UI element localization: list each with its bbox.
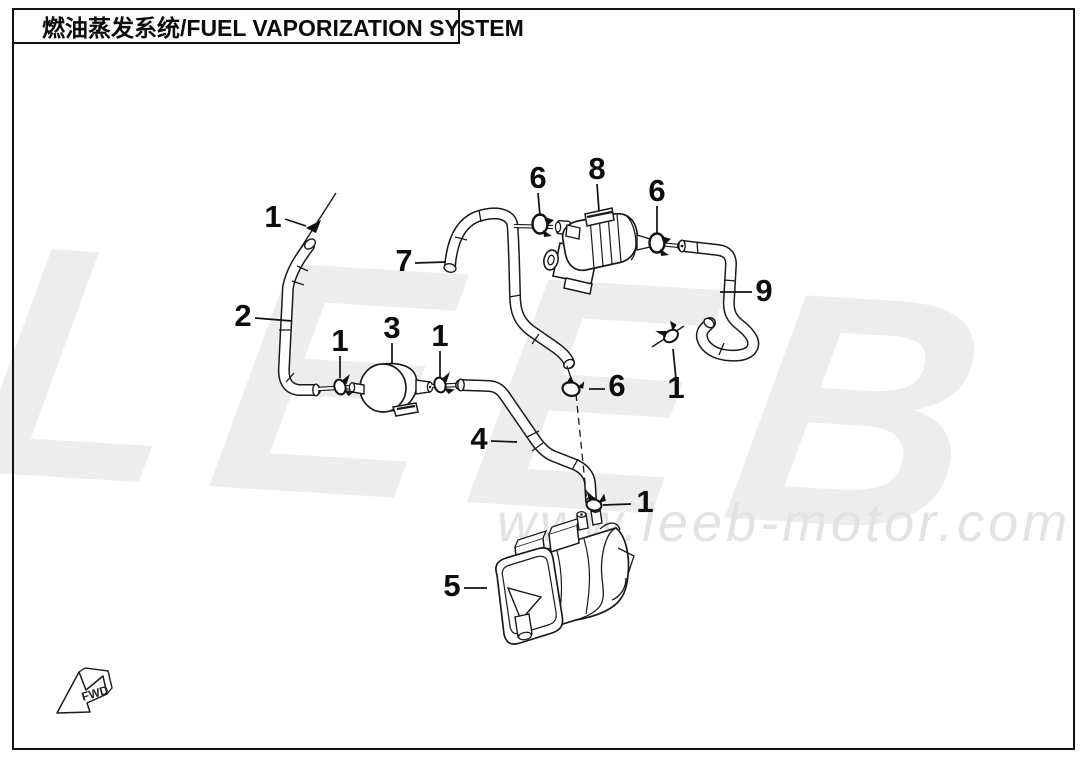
- callout-label: 1: [667, 370, 684, 405]
- fwd-direction-arrow: FWD: [56, 667, 113, 714]
- clamp-part6-middle: [559, 373, 587, 400]
- callout-label: 6: [608, 368, 625, 403]
- hose-7: [443, 207, 575, 370]
- callout-label: 1: [636, 484, 653, 519]
- hose-2: [277, 192, 337, 397]
- callout-leaders: [254, 183, 752, 589]
- purge-valve: [543, 207, 651, 295]
- callout-label: 8: [588, 151, 605, 186]
- fuel-filter: [348, 362, 434, 417]
- callout-label: 2: [234, 298, 251, 333]
- callout-label: 7: [395, 243, 412, 278]
- callout-label: 6: [648, 173, 665, 208]
- callout-label: 6: [529, 160, 546, 195]
- hose-9: [651, 239, 760, 362]
- page-border: [12, 8, 1075, 750]
- callout-label: 9: [755, 273, 772, 308]
- callout-label: 4: [470, 421, 488, 456]
- page-title: 燃油蒸发系统/FUEL VAPORIZATION SYSTEM: [42, 15, 524, 41]
- canister: [495, 506, 635, 645]
- callout-label: 5: [443, 568, 460, 603]
- callout-label: 1: [264, 199, 281, 234]
- callout-label: 1: [331, 323, 348, 358]
- title-box: 燃油蒸发系统/FUEL VAPORIZATION SYSTEM: [12, 8, 524, 44]
- callout-label: 1: [431, 318, 448, 353]
- callout-label: 3: [383, 310, 400, 345]
